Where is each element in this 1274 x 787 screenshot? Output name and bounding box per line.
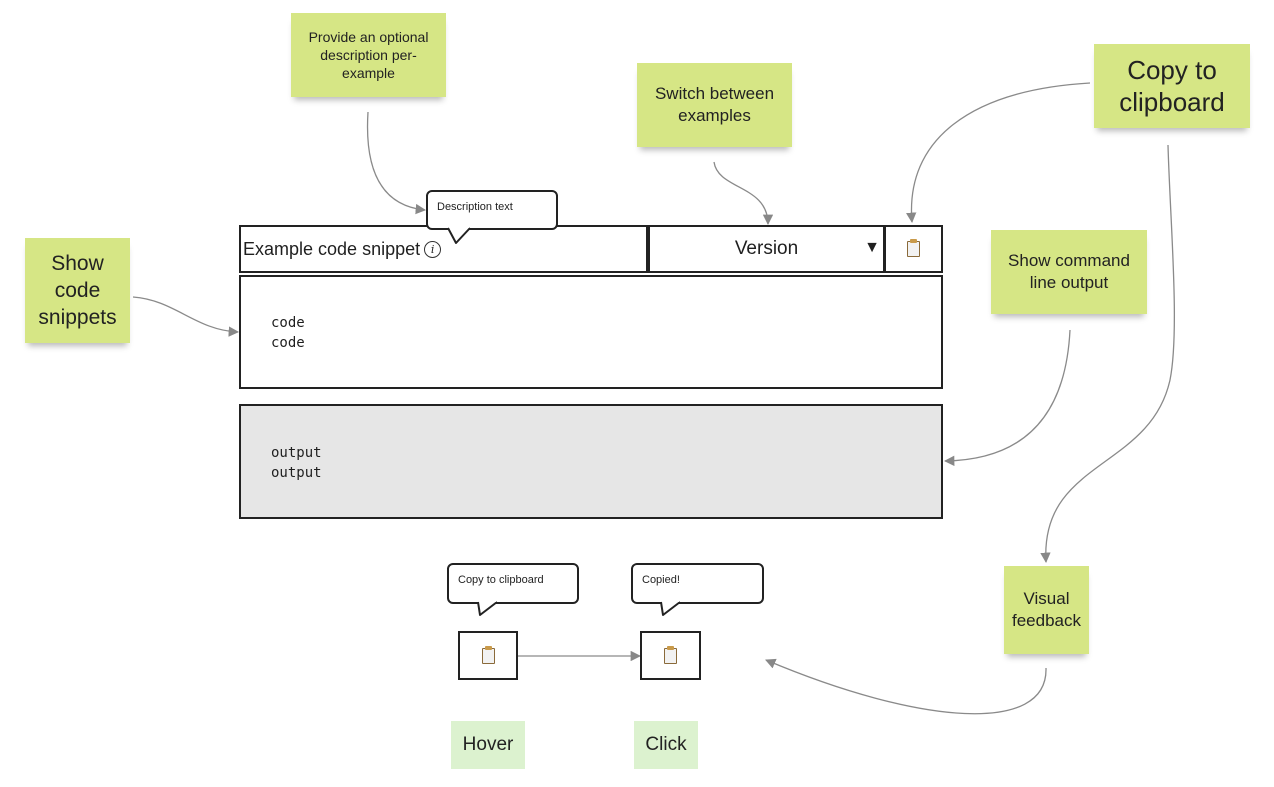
hover-tooltip-text: Copy to clipboard [458, 574, 544, 586]
note-feedback: Visual feedback [1004, 566, 1089, 654]
note-feedback-text: Visual feedback [1012, 588, 1081, 630]
note-switch: Switch between examples [637, 63, 792, 147]
click-tooltip-tail [660, 601, 681, 616]
hover-tooltip: Copy to clipboard [447, 563, 579, 604]
description-tooltip: Description text [426, 190, 558, 230]
note-output-text: Show command line output [1008, 250, 1130, 292]
description-tooltip-tail [448, 227, 471, 244]
state-label-click-text: Click [645, 734, 687, 755]
note-snippets: Show code snippets [25, 238, 130, 343]
note-description-text: Provide an optional description per-exam… [308, 28, 429, 82]
note-switch-text: Switch between examples [654, 83, 775, 125]
clipboard-icon [907, 239, 920, 257]
note-copy: Copy to clipboard [1094, 44, 1250, 128]
output-line: output [271, 465, 322, 481]
copy-button[interactable] [884, 225, 943, 273]
code-panel: code code [239, 275, 943, 389]
hover-tooltip-tail [477, 601, 498, 616]
clipboard-icon [481, 645, 495, 664]
state-label-hover-text: Hover [462, 734, 514, 755]
copy-button-clicked[interactable] [640, 631, 701, 680]
code-line: code [271, 315, 305, 331]
note-output: Show command line output [991, 230, 1147, 314]
version-label: Version [734, 238, 799, 259]
info-glyph: i [430, 242, 435, 256]
version-select[interactable]: Version ▼ [648, 225, 885, 273]
note-description: Provide an optional description per-exam… [291, 13, 446, 97]
arrow-copy [906, 82, 1091, 224]
arrow-feedback [765, 658, 1047, 715]
arrow-copy-feedback [1040, 144, 1176, 564]
click-tooltip-text: Copied! [642, 574, 680, 586]
clipboard-icon [664, 645, 677, 664]
output-line: output [271, 445, 322, 461]
example-title: Example code snippet [243, 238, 421, 259]
state-label-click: Click [634, 721, 698, 769]
copy-button-hover[interactable] [458, 631, 518, 680]
state-label-hover: Hover [451, 721, 525, 769]
arrow-snippets [132, 296, 240, 337]
arrow-output [943, 329, 1071, 467]
note-copy-text: Copy to clipboard [1119, 54, 1225, 118]
click-tooltip: Copied! [631, 563, 764, 604]
info-icon[interactable]: i [424, 240, 442, 258]
caret-down-icon: ▼ [864, 239, 880, 256]
code-line: code [271, 335, 305, 351]
arrow-switch [713, 161, 774, 226]
example-title-bar: Example code snippet i [239, 225, 648, 273]
note-snippets-text: Show code snippets [38, 251, 117, 330]
output-panel: output output [239, 404, 943, 519]
arrow-description [366, 111, 427, 215]
description-tooltip-text: Description text [437, 201, 513, 213]
